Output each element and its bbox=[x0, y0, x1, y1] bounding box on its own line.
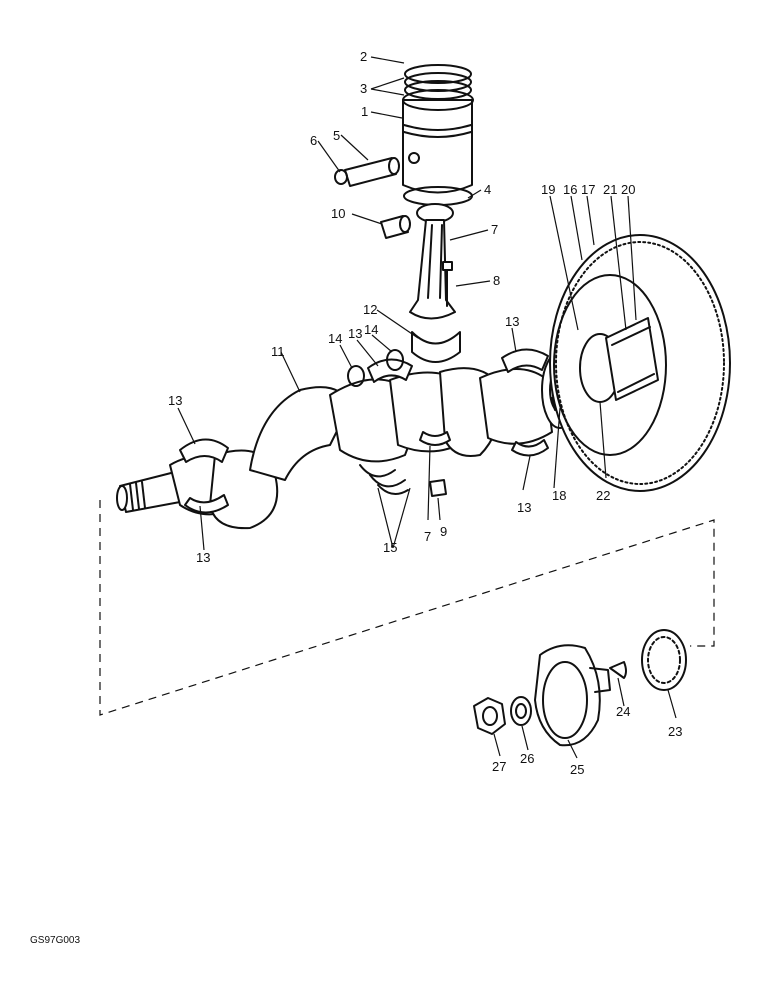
callout-14a: 14 bbox=[328, 331, 342, 346]
rod-nut bbox=[429, 479, 447, 497]
piston bbox=[402, 89, 474, 194]
callout-7b: 7 bbox=[424, 529, 431, 544]
callout-7a: 7 bbox=[491, 222, 498, 237]
rod-bolt bbox=[442, 261, 453, 307]
callout-6: 6 bbox=[310, 133, 317, 148]
circlip bbox=[334, 169, 348, 185]
washer bbox=[510, 696, 532, 726]
callout-13b: 13 bbox=[505, 314, 519, 329]
connecting-rod bbox=[409, 203, 456, 320]
small-end-bush bbox=[380, 215, 411, 239]
callout-8: 8 bbox=[493, 273, 500, 288]
gudgeon-pin bbox=[344, 157, 400, 187]
big-end-shell bbox=[419, 431, 451, 446]
callout-5: 5 bbox=[333, 128, 340, 143]
callout-25: 25 bbox=[570, 762, 584, 777]
callout-24: 24 bbox=[616, 704, 630, 719]
callout-labels: 2 3 1 5 6 4 10 7 8 12 11 14 13 14 13 13 … bbox=[168, 49, 682, 777]
callout-26: 26 bbox=[520, 751, 534, 766]
callout-15: 15 bbox=[383, 540, 397, 555]
callout-14b: 14 bbox=[364, 322, 378, 337]
leader-lines bbox=[177, 56, 677, 759]
thrust-washers bbox=[347, 349, 404, 387]
callout-19: 19 bbox=[541, 182, 555, 197]
pulley-hub bbox=[534, 644, 611, 747]
assembly-line bbox=[99, 500, 715, 716]
callout-13a: 13 bbox=[348, 326, 362, 341]
callout-18: 18 bbox=[552, 488, 566, 503]
lock-plate bbox=[605, 317, 659, 401]
rod-cap bbox=[411, 331, 461, 363]
callout-13d: 13 bbox=[196, 550, 210, 565]
callout-21: 21 bbox=[603, 182, 617, 197]
callout-20: 20 bbox=[621, 182, 635, 197]
callout-1: 1 bbox=[361, 104, 368, 119]
woodruff-key bbox=[609, 661, 627, 679]
callout-22: 22 bbox=[596, 488, 610, 503]
crank-gear bbox=[641, 629, 687, 691]
callout-2: 2 bbox=[360, 49, 367, 64]
callout-16: 16 bbox=[563, 182, 577, 197]
callout-9: 9 bbox=[440, 524, 447, 539]
callout-27: 27 bbox=[492, 759, 506, 774]
callout-11: 11 bbox=[271, 344, 285, 359]
callout-13e: 13 bbox=[517, 500, 531, 515]
piston-rings bbox=[404, 64, 472, 100]
callout-3: 3 bbox=[360, 81, 367, 96]
callout-17: 17 bbox=[581, 182, 595, 197]
hub-nut bbox=[473, 697, 506, 735]
callout-12: 12 bbox=[363, 302, 377, 317]
callout-13c: 13 bbox=[168, 393, 182, 408]
drawing-reference: GS97G003 bbox=[30, 935, 81, 946]
lower-thrust-halves bbox=[359, 464, 409, 495]
callout-4: 4 bbox=[484, 182, 491, 197]
callout-23: 23 bbox=[668, 724, 682, 739]
callout-10: 10 bbox=[331, 206, 345, 221]
